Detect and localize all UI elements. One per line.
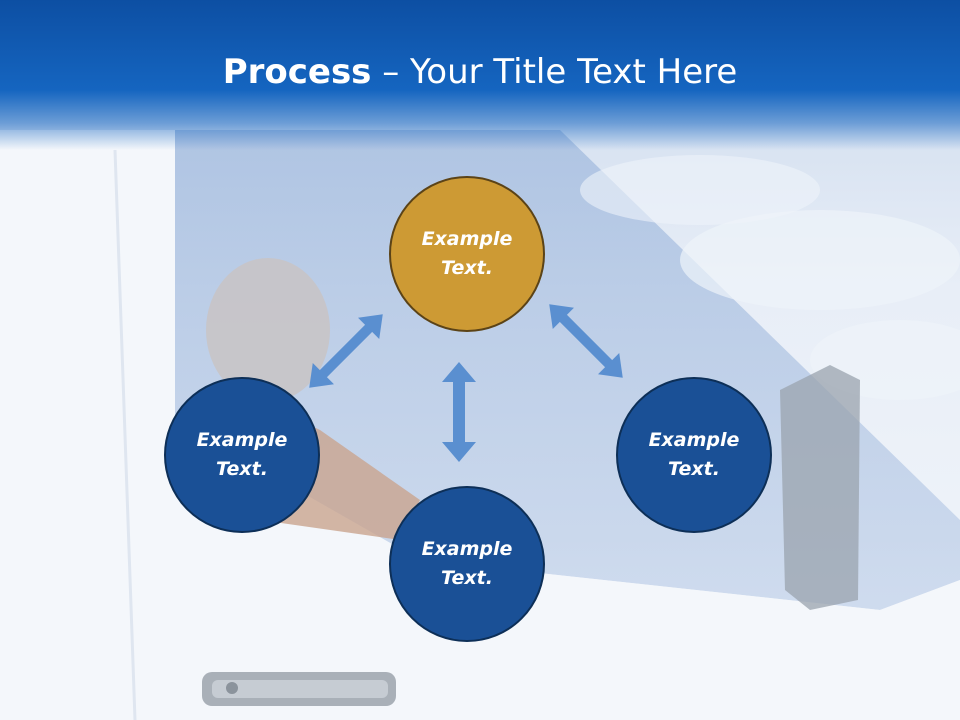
node-right-line2: Text. <box>668 458 720 480</box>
process-node-right[interactable]: Example Text. <box>616 377 772 533</box>
node-left-line2: Text. <box>216 458 268 480</box>
title-rest: – Your Title Text Here <box>371 52 738 92</box>
node-bottom-line1: Example <box>421 538 513 560</box>
node-right-line1: Example <box>648 429 740 451</box>
title-bar <box>0 0 960 150</box>
process-node-bottom[interactable]: Example Text. <box>389 486 545 642</box>
arrow-top-left <box>309 314 383 388</box>
process-node-left[interactable]: Example Text. <box>164 377 320 533</box>
node-left-line1: Example <box>196 429 288 451</box>
title-bold: Process <box>222 52 372 92</box>
slide-title: Process – Your Title Text Here <box>0 52 960 92</box>
arrow-center-vertical <box>442 362 476 462</box>
node-bottom-line2: Text. <box>441 567 493 589</box>
arrow-top-right <box>549 304 623 378</box>
node-top-line2: Text. <box>441 257 493 279</box>
node-top-line1: Example <box>421 228 513 250</box>
process-node-top[interactable]: Example Text. <box>389 176 545 332</box>
